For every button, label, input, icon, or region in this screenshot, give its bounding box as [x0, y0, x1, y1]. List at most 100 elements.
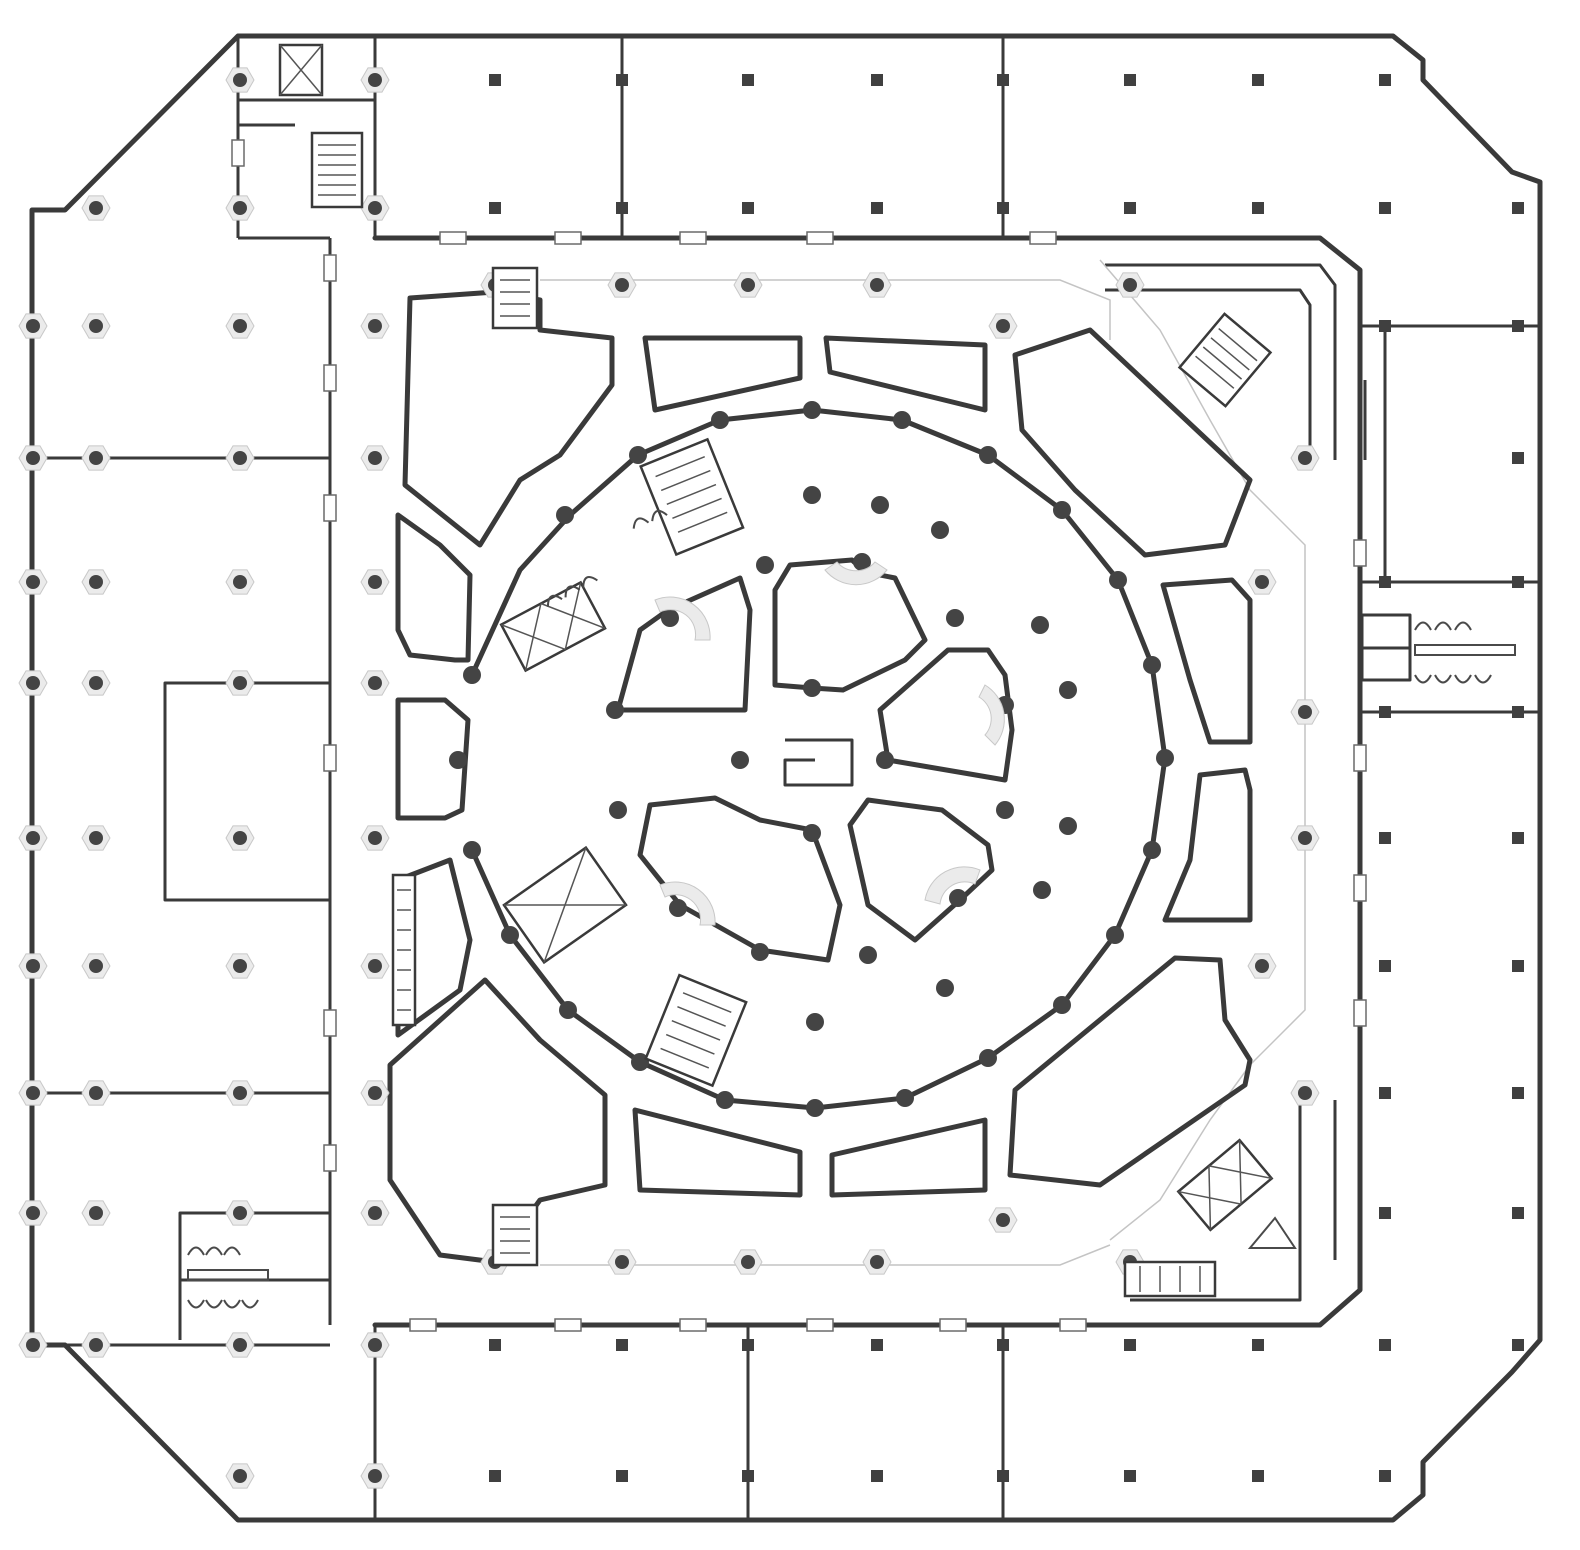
atrium-column — [806, 1099, 824, 1117]
round-column — [368, 73, 382, 87]
restroom-icon — [187, 1246, 269, 1309]
escalator-icon — [639, 437, 745, 557]
atrium-column — [1109, 571, 1127, 589]
elevator-icon — [1176, 1138, 1274, 1232]
restroom-icon — [546, 576, 598, 607]
atrium-column — [463, 841, 481, 859]
round-column — [26, 959, 40, 973]
round-column — [615, 278, 629, 292]
round-column — [26, 319, 40, 333]
atrium-column — [751, 943, 769, 961]
grid-column — [871, 202, 883, 214]
concourse-boundary — [372, 235, 1363, 1328]
round-column — [741, 1255, 755, 1269]
round-column — [741, 278, 755, 292]
stair-icon — [491, 266, 539, 330]
grid-column — [1379, 1087, 1391, 1099]
round-column — [996, 1213, 1010, 1227]
atrium-column — [606, 701, 624, 719]
grid-column — [1512, 1207, 1524, 1219]
atrium-column — [806, 1013, 824, 1031]
round-column — [368, 959, 382, 973]
grid-column — [1512, 1087, 1524, 1099]
round-column — [233, 831, 247, 845]
round-column — [1255, 959, 1269, 973]
round-column — [233, 1338, 247, 1352]
round-column — [89, 676, 103, 690]
grid-column — [1379, 74, 1391, 86]
round-column — [89, 201, 103, 215]
grid-column — [1252, 74, 1264, 86]
round-column — [233, 319, 247, 333]
atrium-column — [1059, 817, 1077, 835]
round-column — [615, 1255, 629, 1269]
round-column — [368, 676, 382, 690]
grid-column — [742, 74, 754, 86]
elevator-icon — [278, 43, 324, 97]
round-column — [870, 278, 884, 292]
east-shops — [1105, 263, 1540, 1302]
grid-column — [1379, 1207, 1391, 1219]
round-column — [1255, 575, 1269, 589]
ramp-icon — [1247, 1216, 1297, 1249]
atrium-column — [731, 751, 749, 769]
round-column — [368, 1338, 382, 1352]
atrium-column — [756, 556, 774, 574]
grid-column — [616, 74, 628, 86]
round-column — [233, 575, 247, 589]
round-column — [233, 959, 247, 973]
grid-column — [1379, 1470, 1391, 1482]
round-column — [26, 831, 40, 845]
round-column — [870, 1255, 884, 1269]
atrium-column — [711, 411, 729, 429]
grid-column — [1124, 1470, 1136, 1482]
atrium-column — [1143, 841, 1161, 859]
grid-column — [1512, 706, 1524, 718]
grid-column — [1379, 202, 1391, 214]
round-column — [368, 1469, 382, 1483]
stair-icon — [310, 131, 364, 209]
atrium-kiosks — [387, 289, 1253, 1265]
escalator-icon — [1123, 1260, 1217, 1298]
grid-column — [742, 1470, 754, 1482]
round-column — [26, 575, 40, 589]
grid-column — [489, 74, 501, 86]
restroom-icon — [1360, 613, 1516, 684]
grid-column — [1252, 202, 1264, 214]
atrium-column — [853, 553, 871, 571]
grid-column — [1379, 960, 1391, 972]
round-column — [89, 959, 103, 973]
grid-column — [742, 1339, 754, 1351]
atrium-column — [449, 751, 467, 769]
atrium-column — [609, 801, 627, 819]
grid-column — [871, 1339, 883, 1351]
round-column — [233, 1086, 247, 1100]
round-column — [233, 1469, 247, 1483]
stair-icon — [1177, 312, 1273, 408]
grid-column — [489, 1470, 501, 1482]
round-column — [368, 1086, 382, 1100]
grid-column — [871, 1470, 883, 1482]
grid-column — [1124, 74, 1136, 86]
atrium-column — [893, 411, 911, 429]
elevator-icon — [502, 845, 628, 965]
round-column — [89, 319, 103, 333]
grid-column — [616, 1470, 628, 1482]
atrium-column — [876, 751, 894, 769]
grid-column — [1512, 320, 1524, 332]
round-column — [1123, 278, 1137, 292]
grid-column — [871, 74, 883, 86]
grid-column — [1512, 202, 1524, 214]
grid-column — [1124, 202, 1136, 214]
round-column — [89, 1338, 103, 1352]
round-column — [89, 575, 103, 589]
round-column — [996, 319, 1010, 333]
grid-column — [1512, 452, 1524, 464]
grid-column — [997, 202, 1009, 214]
round-column — [1298, 705, 1312, 719]
elevator-icon — [499, 580, 607, 673]
atrium-column — [803, 824, 821, 842]
atrium-column — [501, 926, 519, 944]
round-column — [368, 1206, 382, 1220]
